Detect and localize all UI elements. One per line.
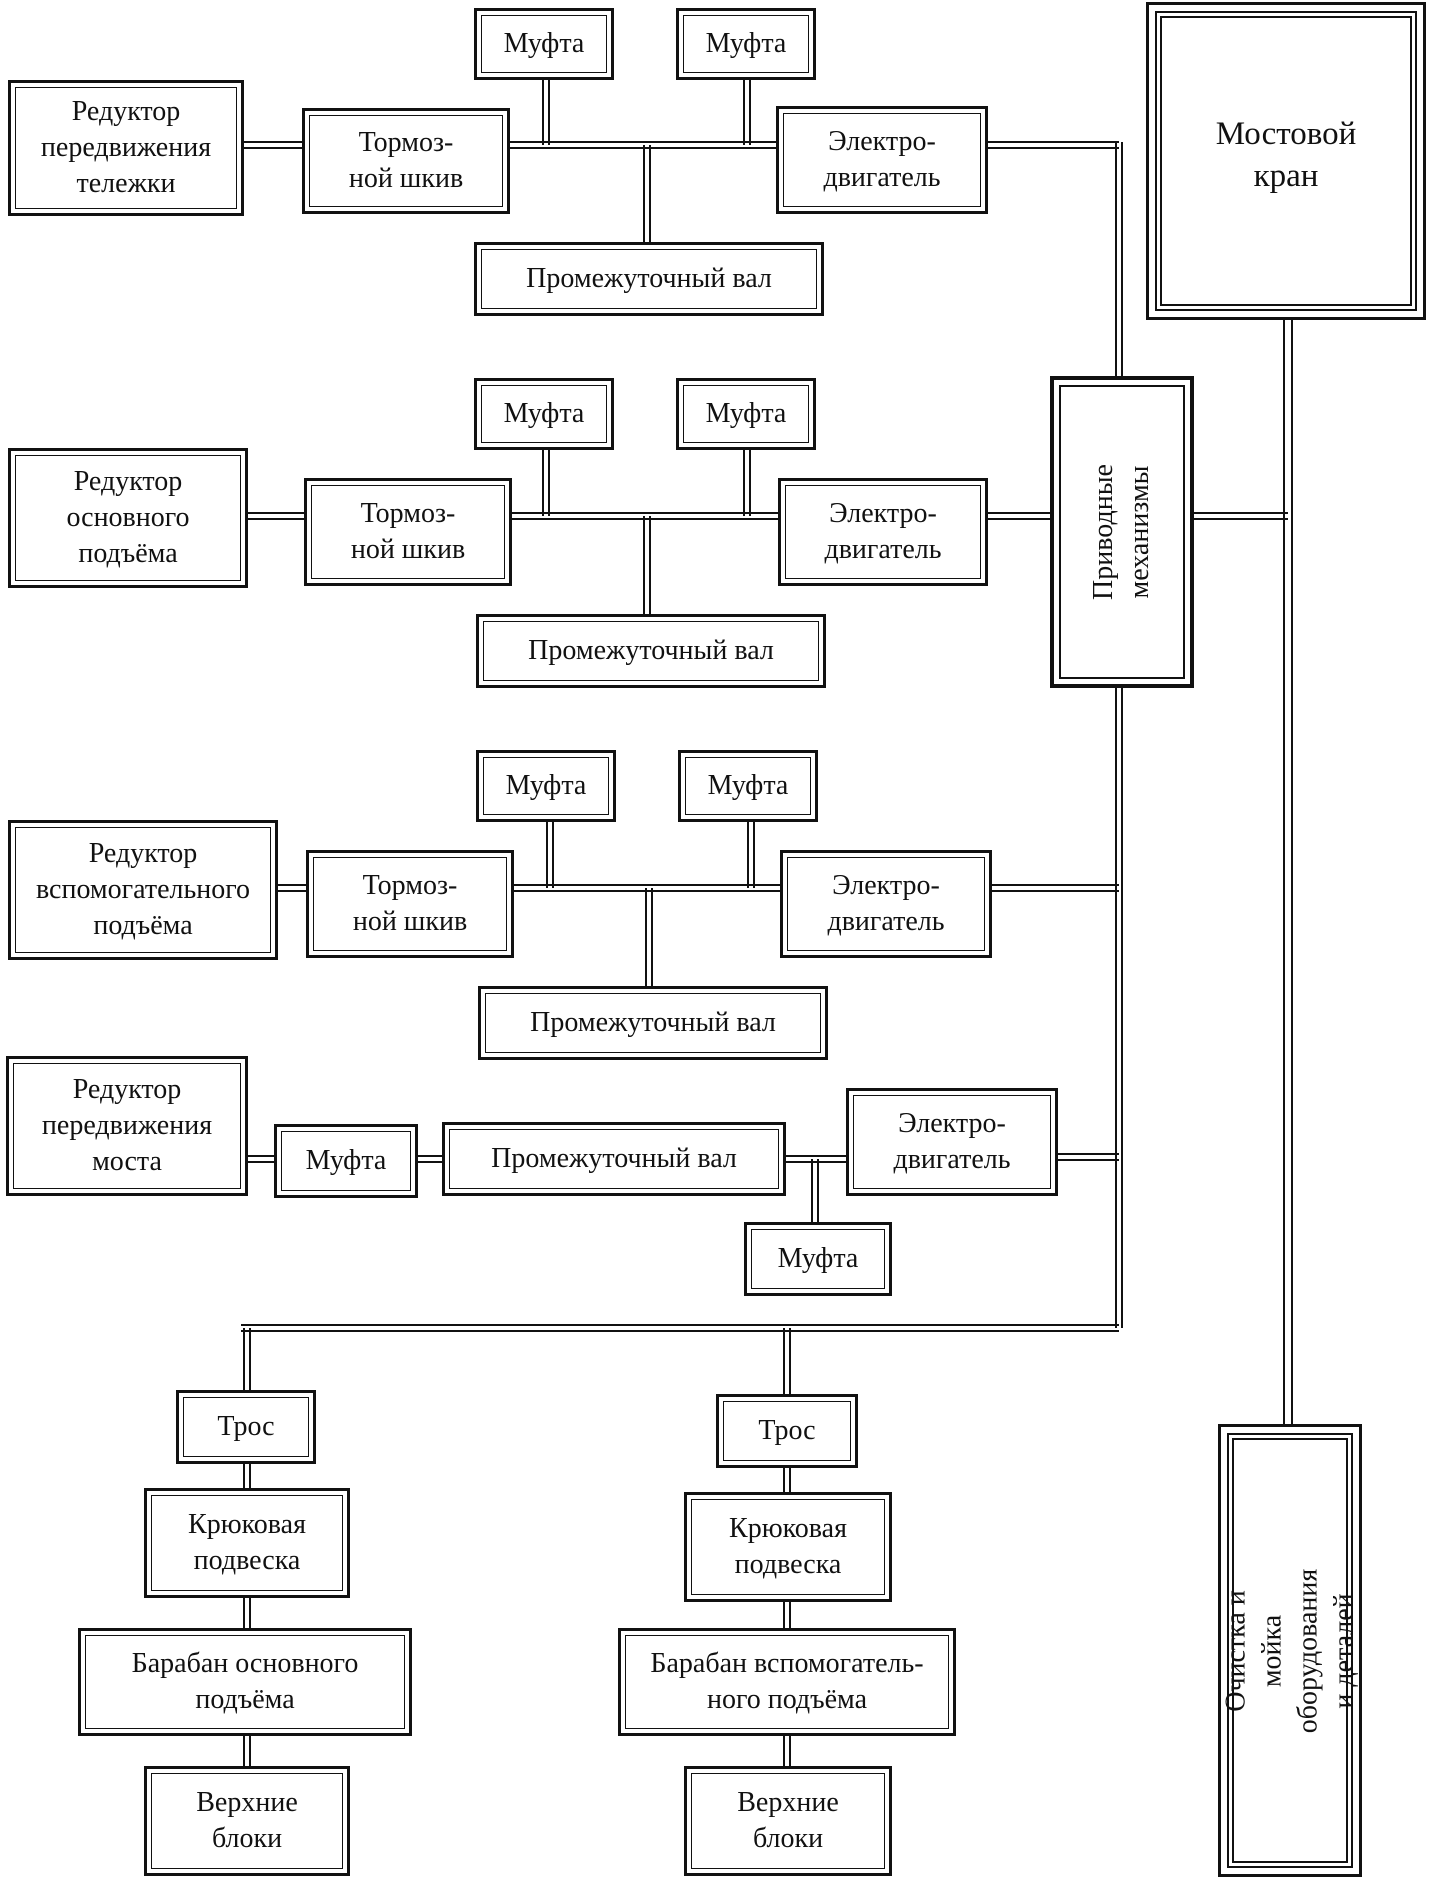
electric-motor-2: Электро- двигатель — [778, 478, 988, 586]
reducer-main-hoist: Редуктор основного подъёма — [8, 448, 248, 588]
intermediate-shaft-4: Промежуточный вал — [442, 1122, 786, 1196]
drive-mechanisms-box: Приводные механизмы — [1050, 376, 1194, 688]
coupling-4a: Муфта — [274, 1124, 418, 1198]
intermediate-shaft-1: Промежуточный вал — [474, 242, 824, 316]
drum-aux-hoist: Барабан вспомогатель- ного подъёма — [618, 1628, 956, 1736]
reducer-trolley-travel: Редуктор передвижения тележки — [8, 80, 244, 216]
rope-left: Трос — [176, 1390, 316, 1464]
drive-mechanisms-label: Приводные механизмы — [1088, 464, 1155, 600]
rope-right: Трос — [716, 1394, 858, 1468]
reducer-bridge-travel: Редуктор передвижения моста — [6, 1056, 248, 1196]
coupling-3a: Муфта — [476, 750, 616, 822]
intermediate-shaft-3: Промежуточный вал — [478, 986, 828, 1060]
drum-main-hoist: Барабан основного подъёма — [78, 1628, 412, 1736]
hook-block-left: Крюковая подвеска — [144, 1488, 350, 1598]
reducer-aux-hoist: Редуктор вспомогательного подъёма — [8, 820, 278, 960]
brake-pulley-2: Тормоз- ной шкив — [304, 478, 512, 586]
coupling-1a: Муфта — [474, 8, 614, 80]
coupling-2a: Муфта — [474, 378, 614, 450]
electric-motor-1: Электро- двигатель — [776, 106, 988, 214]
coupling-4b: Муфта — [744, 1222, 892, 1296]
bridge-crane-box: Мостовой кран — [1146, 2, 1426, 320]
hook-block-right: Крюковая подвеска — [684, 1492, 892, 1602]
cleaning-box: Очистка и мойка оборудования и деталей — [1218, 1424, 1362, 1877]
electric-motor-4: Электро- двигатель — [846, 1088, 1058, 1196]
upper-blocks-left: Верхние блоки — [144, 1766, 350, 1876]
electric-motor-3: Электро- двигатель — [780, 850, 992, 958]
coupling-1b: Муфта — [676, 8, 816, 80]
brake-pulley-3: Тормоз- ной шкив — [306, 850, 514, 958]
intermediate-shaft-2: Промежуточный вал — [476, 614, 826, 688]
coupling-2b: Муфта — [676, 378, 816, 450]
upper-blocks-right: Верхние блоки — [684, 1766, 892, 1876]
coupling-3b: Муфта — [678, 750, 818, 822]
brake-pulley-1: Тормоз- ной шкив — [302, 108, 510, 214]
cleaning-label: Очистка и мойка оборудования и деталей — [1220, 1568, 1359, 1733]
